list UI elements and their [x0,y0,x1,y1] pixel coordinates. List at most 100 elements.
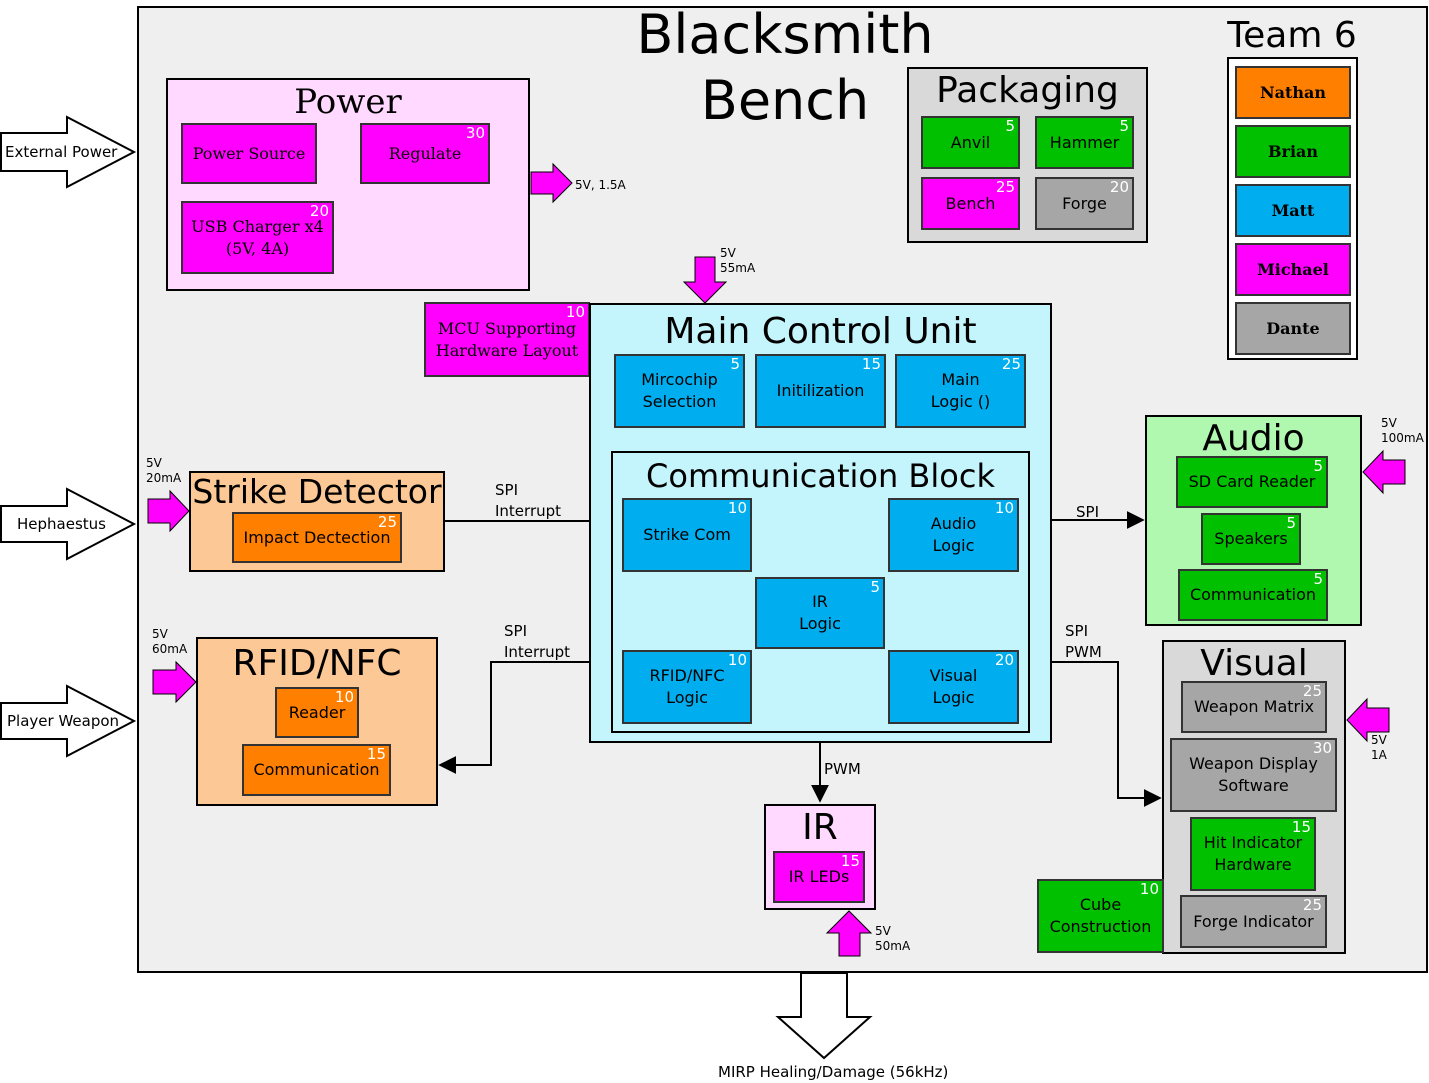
usb-charger-line-2: (5V, 4A) [225,238,290,258]
rfid-logic-block: RFID/NFC Logic 10 [622,650,752,724]
rfid-nfc-title: RFID/NFC [232,643,402,684]
weapon-display-points: 30 [1312,739,1332,757]
ir-logic-points: 5 [870,578,880,596]
hit-indicator-points: 15 [1291,818,1311,836]
forge-indicator-label: Forge Indicator [1193,911,1314,931]
team-member-name: Nathan [1259,82,1326,102]
mcu-supporting-points: 10 [565,303,585,321]
usb-charger-block: USB Charger x4 (5V, 4A) 20 [181,201,334,274]
regulate-points: 30 [465,124,485,142]
main-logic-points: 25 [1001,355,1021,373]
team-label: Team 6 [1227,15,1357,56]
ir-leds-points: 15 [840,852,860,870]
audio-logic-line-2: Logic [932,536,975,555]
rfid-link-line-2: Interrupt [504,643,571,661]
rfid-logic-points: 10 [727,651,747,669]
audio-logic-line-1: Audio [930,514,977,533]
rfid-logic-line-2: Logic [666,688,708,707]
anvil-label: Anvil [950,132,991,152]
ir-leds-label: IR LEDs [788,867,850,886]
team-member-1: Brian [1235,125,1351,178]
mircochip-points: 5 [730,355,740,373]
hit-indicator-line-1: Hit Indicator [1203,833,1303,852]
weapon-display-block: Weapon Display Software 30 [1170,738,1337,812]
mcu-power-voltage: 5V [720,246,736,260]
visual-power-current: 1A [1371,748,1387,762]
team-member-name: Dante [1266,318,1320,338]
reader-label: Reader [288,702,346,722]
mircochip-block: Mircochip Selection 5 [614,354,745,428]
visual-power-label: 5V 1A [1371,733,1387,763]
mcu-power-current: 55mA [720,261,756,275]
visual-link-label: SPI PWM [1065,621,1102,663]
ir-logic-line-2: Logic [799,614,841,633]
sd-card-block: SD Card Reader 5 [1176,456,1328,508]
strike-link-line-2: Interrupt [495,502,562,520]
player-weapon-label: Player Weapon [7,712,120,730]
audio-power-label: 5V 100mA [1381,416,1424,446]
power-source-label: Power Source [192,143,306,163]
regulate-label: Regulate [388,143,462,163]
ir-power-label: 5V 50mA [875,924,910,954]
impact-detection-points: 25 [377,513,397,531]
team-member-3: Michael [1235,243,1351,296]
external-power-arrow [0,115,137,189]
mircochip-line-1: Mircochip [641,370,718,389]
ir-link-label: PWM [824,760,861,778]
strike-com-block: Strike Com 10 [622,498,752,572]
audio-power-voltage: 5V [1381,416,1397,430]
hammer-label: Hammer [1049,132,1120,152]
weapon-display-line-1: Weapon Display [1189,754,1318,773]
rfid-spi-arrow [438,653,611,774]
anvil-block: Anvil 5 [921,116,1020,169]
cube-construction-points: 10 [1139,880,1159,898]
cube-construction-line-1: Cube [1079,895,1122,914]
mirp-output-arrow [775,972,873,1060]
ir-leds-block: IR LEDs 15 [773,851,865,903]
visual-logic-points: 20 [994,651,1014,669]
power-title: Power [294,82,402,122]
rfid-power-current: 60mA [152,642,188,656]
bench-points: 25 [995,178,1015,196]
diagram-title: Blacksmith Bench [636,3,934,132]
regulate-block: Regulate 30 [360,123,490,184]
hit-indicator-line-2: Hardware [1214,855,1292,874]
power-output-arrow [530,162,573,204]
rfid-communication-points: 15 [366,745,386,763]
ir-power-current: 50mA [875,939,911,953]
initilization-points: 15 [861,355,881,373]
strike-com-label: Strike Com [643,525,731,544]
main-logic-line-2: Logic () [930,392,991,411]
audio-communication-points: 5 [1313,570,1323,588]
rfid-communication-block: Communication 15 [242,744,391,796]
audio-communication-label: Communication [1189,585,1317,604]
anvil-points: 5 [1005,117,1015,135]
bench-label: Bench [945,193,996,213]
forge-label: Forge [1062,193,1107,213]
sd-card-points: 5 [1313,457,1323,475]
audio-communication-block: Communication 5 [1178,569,1328,621]
sd-card-label: SD Card Reader [1188,472,1316,491]
weapon-display-line-2: Software [1218,776,1289,795]
mcu-power-arrow [682,256,728,304]
rfid-power-voltage: 5V [152,627,168,641]
forge-indicator-points: 25 [1302,896,1322,914]
power-output-label: 5V, 1.5A [575,178,626,192]
strike-link-line-1: SPI [495,481,518,499]
speakers-points: 5 [1286,514,1296,532]
strike-power-current: 20mA [146,471,182,485]
communication-title: Communication Block [646,457,995,495]
external-power-label: External Power [5,143,118,161]
strike-detector-title: Strike Detector [192,472,442,511]
team-member-name: Matt [1271,200,1315,220]
strike-power-arrow [147,489,190,533]
impact-detection-label: Impact Dectection [243,527,391,547]
forge-block: Forge 20 [1035,177,1134,230]
mcu-power-label: 5V 55mA [720,246,755,276]
main-logic-block: Main Logic () 25 [895,354,1026,428]
rfid-logic-line-1: RFID/NFC [649,666,725,685]
audio-power-arrow [1362,449,1406,495]
team-member-name: Brian [1267,141,1319,161]
weapon-matrix-label: Weapon Matrix [1193,697,1315,716]
reader-points: 10 [334,688,354,706]
